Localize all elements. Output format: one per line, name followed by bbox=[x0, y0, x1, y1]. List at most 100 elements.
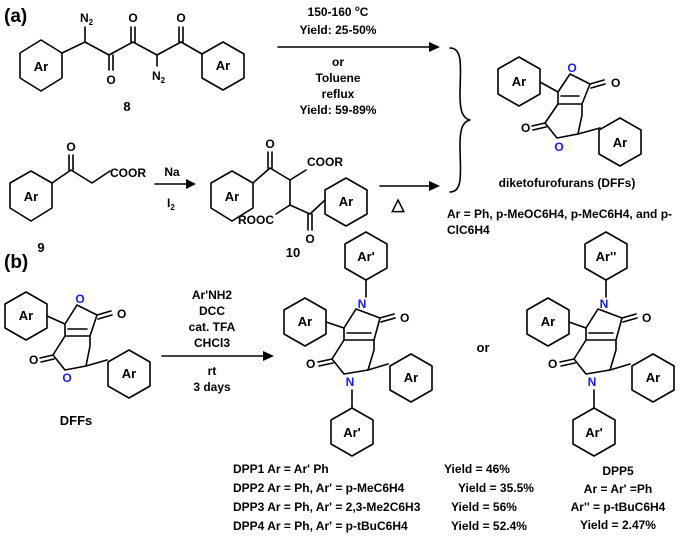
ring-right bbox=[324, 177, 368, 227]
route-1-conditions: 150-160 oC Yield: 25-50% or Toluene refl… bbox=[277, 4, 440, 117]
entry-dpp3: DPP3 Ar = Ph, Ar' = 2,3-Me2C6H3 bbox=[233, 500, 421, 514]
condition-line: CHCl3 bbox=[194, 336, 230, 350]
oxygen-label: O bbox=[117, 307, 126, 321]
compound-10: Ar O COOR ROOC O Ar 10 bbox=[210, 137, 368, 260]
oxygen-label: O bbox=[642, 311, 651, 325]
reflux-text: reflux bbox=[322, 87, 355, 101]
entry-yield: Yield = 46% bbox=[444, 462, 510, 476]
entry-dpp4: DPP4 Ar = Ph, Ar' = p-tBuC6H4 bbox=[233, 519, 408, 533]
ring-left bbox=[283, 297, 327, 347]
ring-nitrogen: N bbox=[346, 375, 355, 389]
ar-label: Ar' bbox=[357, 249, 375, 264]
ring-oxygen: O bbox=[554, 140, 563, 154]
ring-right bbox=[389, 353, 433, 403]
ar-definition: Ar = Ph, p-MeOC6H4, p-MeC6H4, and p- bbox=[447, 207, 672, 221]
curly-brace bbox=[449, 47, 471, 193]
ring-bottom bbox=[330, 407, 374, 457]
oxygen-label: O bbox=[265, 137, 274, 151]
oxygen-label: O bbox=[66, 140, 75, 154]
entry-yield: Yield = 52.4% bbox=[451, 519, 527, 533]
condition-line: cat. TFA bbox=[189, 320, 236, 334]
dpp5-details: DPP5 Ar = Ar' =Ph Ar'' = p-tBuC6H4 Yield… bbox=[571, 464, 666, 532]
ar-label: Ar bbox=[339, 194, 353, 209]
chain bbox=[51, 169, 111, 184]
ring-oxygen: O bbox=[62, 371, 71, 385]
ring-right bbox=[201, 41, 245, 91]
oxygen-label: O bbox=[305, 232, 314, 246]
ring-nitrogen: N bbox=[600, 297, 609, 311]
compound-9: Ar O COOR 9 bbox=[9, 140, 146, 255]
ring-left bbox=[526, 297, 570, 347]
ester-label: COOR bbox=[307, 155, 343, 169]
product-name: diketofurofurans (DFFs) bbox=[499, 176, 636, 190]
temperature-condition: 150-160 oC bbox=[308, 4, 369, 19]
dffs-start: Ar O O O O Ar DFFs bbox=[4, 291, 151, 428]
chain bbox=[252, 167, 326, 215]
ar-label: Ar bbox=[24, 189, 38, 204]
ring-bottom bbox=[572, 407, 616, 457]
oxygen-label: O bbox=[106, 73, 115, 87]
ring-oxygen: O bbox=[75, 292, 84, 306]
condition-line: 3 days bbox=[193, 380, 231, 394]
ar-label: Ar bbox=[646, 370, 660, 385]
ar-label: Ar bbox=[34, 59, 48, 74]
ar-label: Ar bbox=[404, 370, 418, 385]
entry-yield: Yield = 56% bbox=[451, 500, 517, 514]
oxygen-label: O bbox=[176, 11, 185, 25]
dpp5-line: Ar'' = p-tBuC6H4 bbox=[571, 500, 666, 514]
dpp5-line: Ar = Ar' =Ph bbox=[584, 482, 652, 496]
entry-dpp1: DPP1 Ar = Ar' Ph bbox=[233, 462, 329, 476]
ar-label: Ar bbox=[541, 314, 555, 329]
compound-number: 8 bbox=[123, 99, 130, 114]
solvent-text: Toluene bbox=[315, 71, 360, 85]
n2-bottom: N2 bbox=[152, 69, 166, 85]
ester-label: ROOC bbox=[238, 213, 274, 227]
dpp5-yield: Yield = 2.47% bbox=[580, 518, 656, 532]
ring-oxygen: O bbox=[567, 61, 576, 75]
yield-table: DPP1 Ar = Ar' Ph Yield = 46% DPP2 Ar = P… bbox=[233, 462, 534, 533]
compound-number: 9 bbox=[37, 240, 44, 255]
reagent-i2: I2 bbox=[167, 196, 175, 212]
oxygen-label: O bbox=[306, 357, 315, 371]
diazo-chain bbox=[61, 41, 182, 56]
condition-line: rt bbox=[208, 364, 217, 378]
compound-name: DFFs bbox=[60, 413, 93, 428]
ar-label: Ar'' bbox=[596, 249, 617, 264]
ring-upper bbox=[4, 291, 48, 341]
ar-label: Ar bbox=[216, 58, 230, 73]
oxygen-label: O bbox=[29, 353, 38, 367]
oxygen-label: O bbox=[400, 311, 409, 325]
ar-label: Ar' bbox=[585, 425, 603, 440]
dpp5-product: Ar'' Ar N O O N Ar Ar' bbox=[526, 231, 675, 457]
oxygen-label: O bbox=[548, 357, 557, 371]
ring-right bbox=[631, 353, 675, 403]
heat-symbol: △ bbox=[390, 195, 405, 214]
ring-nitrogen: N bbox=[358, 297, 367, 311]
entry-dpp2: DPP2 Ar = Ph, Ar' = p-MeC6H4 bbox=[233, 481, 405, 495]
n2-top: N2 bbox=[80, 11, 94, 27]
ar-label: Ar bbox=[512, 74, 526, 89]
ring-lower bbox=[598, 117, 642, 167]
ar-label: Ar bbox=[298, 314, 312, 329]
yield-text: Yield: 25-50% bbox=[300, 23, 377, 37]
ar-label: Ar' bbox=[343, 425, 361, 440]
panel-a-label: (a) bbox=[4, 6, 27, 27]
compound-number: 10 bbox=[286, 245, 300, 260]
ring-lower bbox=[107, 349, 151, 399]
dff-product: Ar O O O O Ar diketofurofurans (DFFs) bbox=[497, 56, 642, 190]
reagent-na: Na bbox=[164, 165, 180, 179]
or-text: or bbox=[477, 340, 490, 355]
step-na-i2: Na I2 bbox=[154, 165, 196, 212]
ester-label: COOR bbox=[110, 166, 146, 180]
dpp-product: Ar' Ar N O O N Ar Ar' bbox=[283, 231, 433, 457]
ar-definition: ClC6H4 bbox=[447, 223, 490, 237]
condition-line: Ar'NH2 bbox=[192, 288, 233, 302]
ar-label: Ar bbox=[613, 135, 627, 150]
or-text: or bbox=[332, 55, 344, 69]
panel-b-label: (b) bbox=[4, 252, 28, 273]
step-heat: △ bbox=[379, 181, 440, 214]
condition-line: DCC bbox=[199, 304, 225, 318]
ar-label: Ar bbox=[225, 189, 239, 204]
oxygen-label: O bbox=[611, 76, 620, 90]
